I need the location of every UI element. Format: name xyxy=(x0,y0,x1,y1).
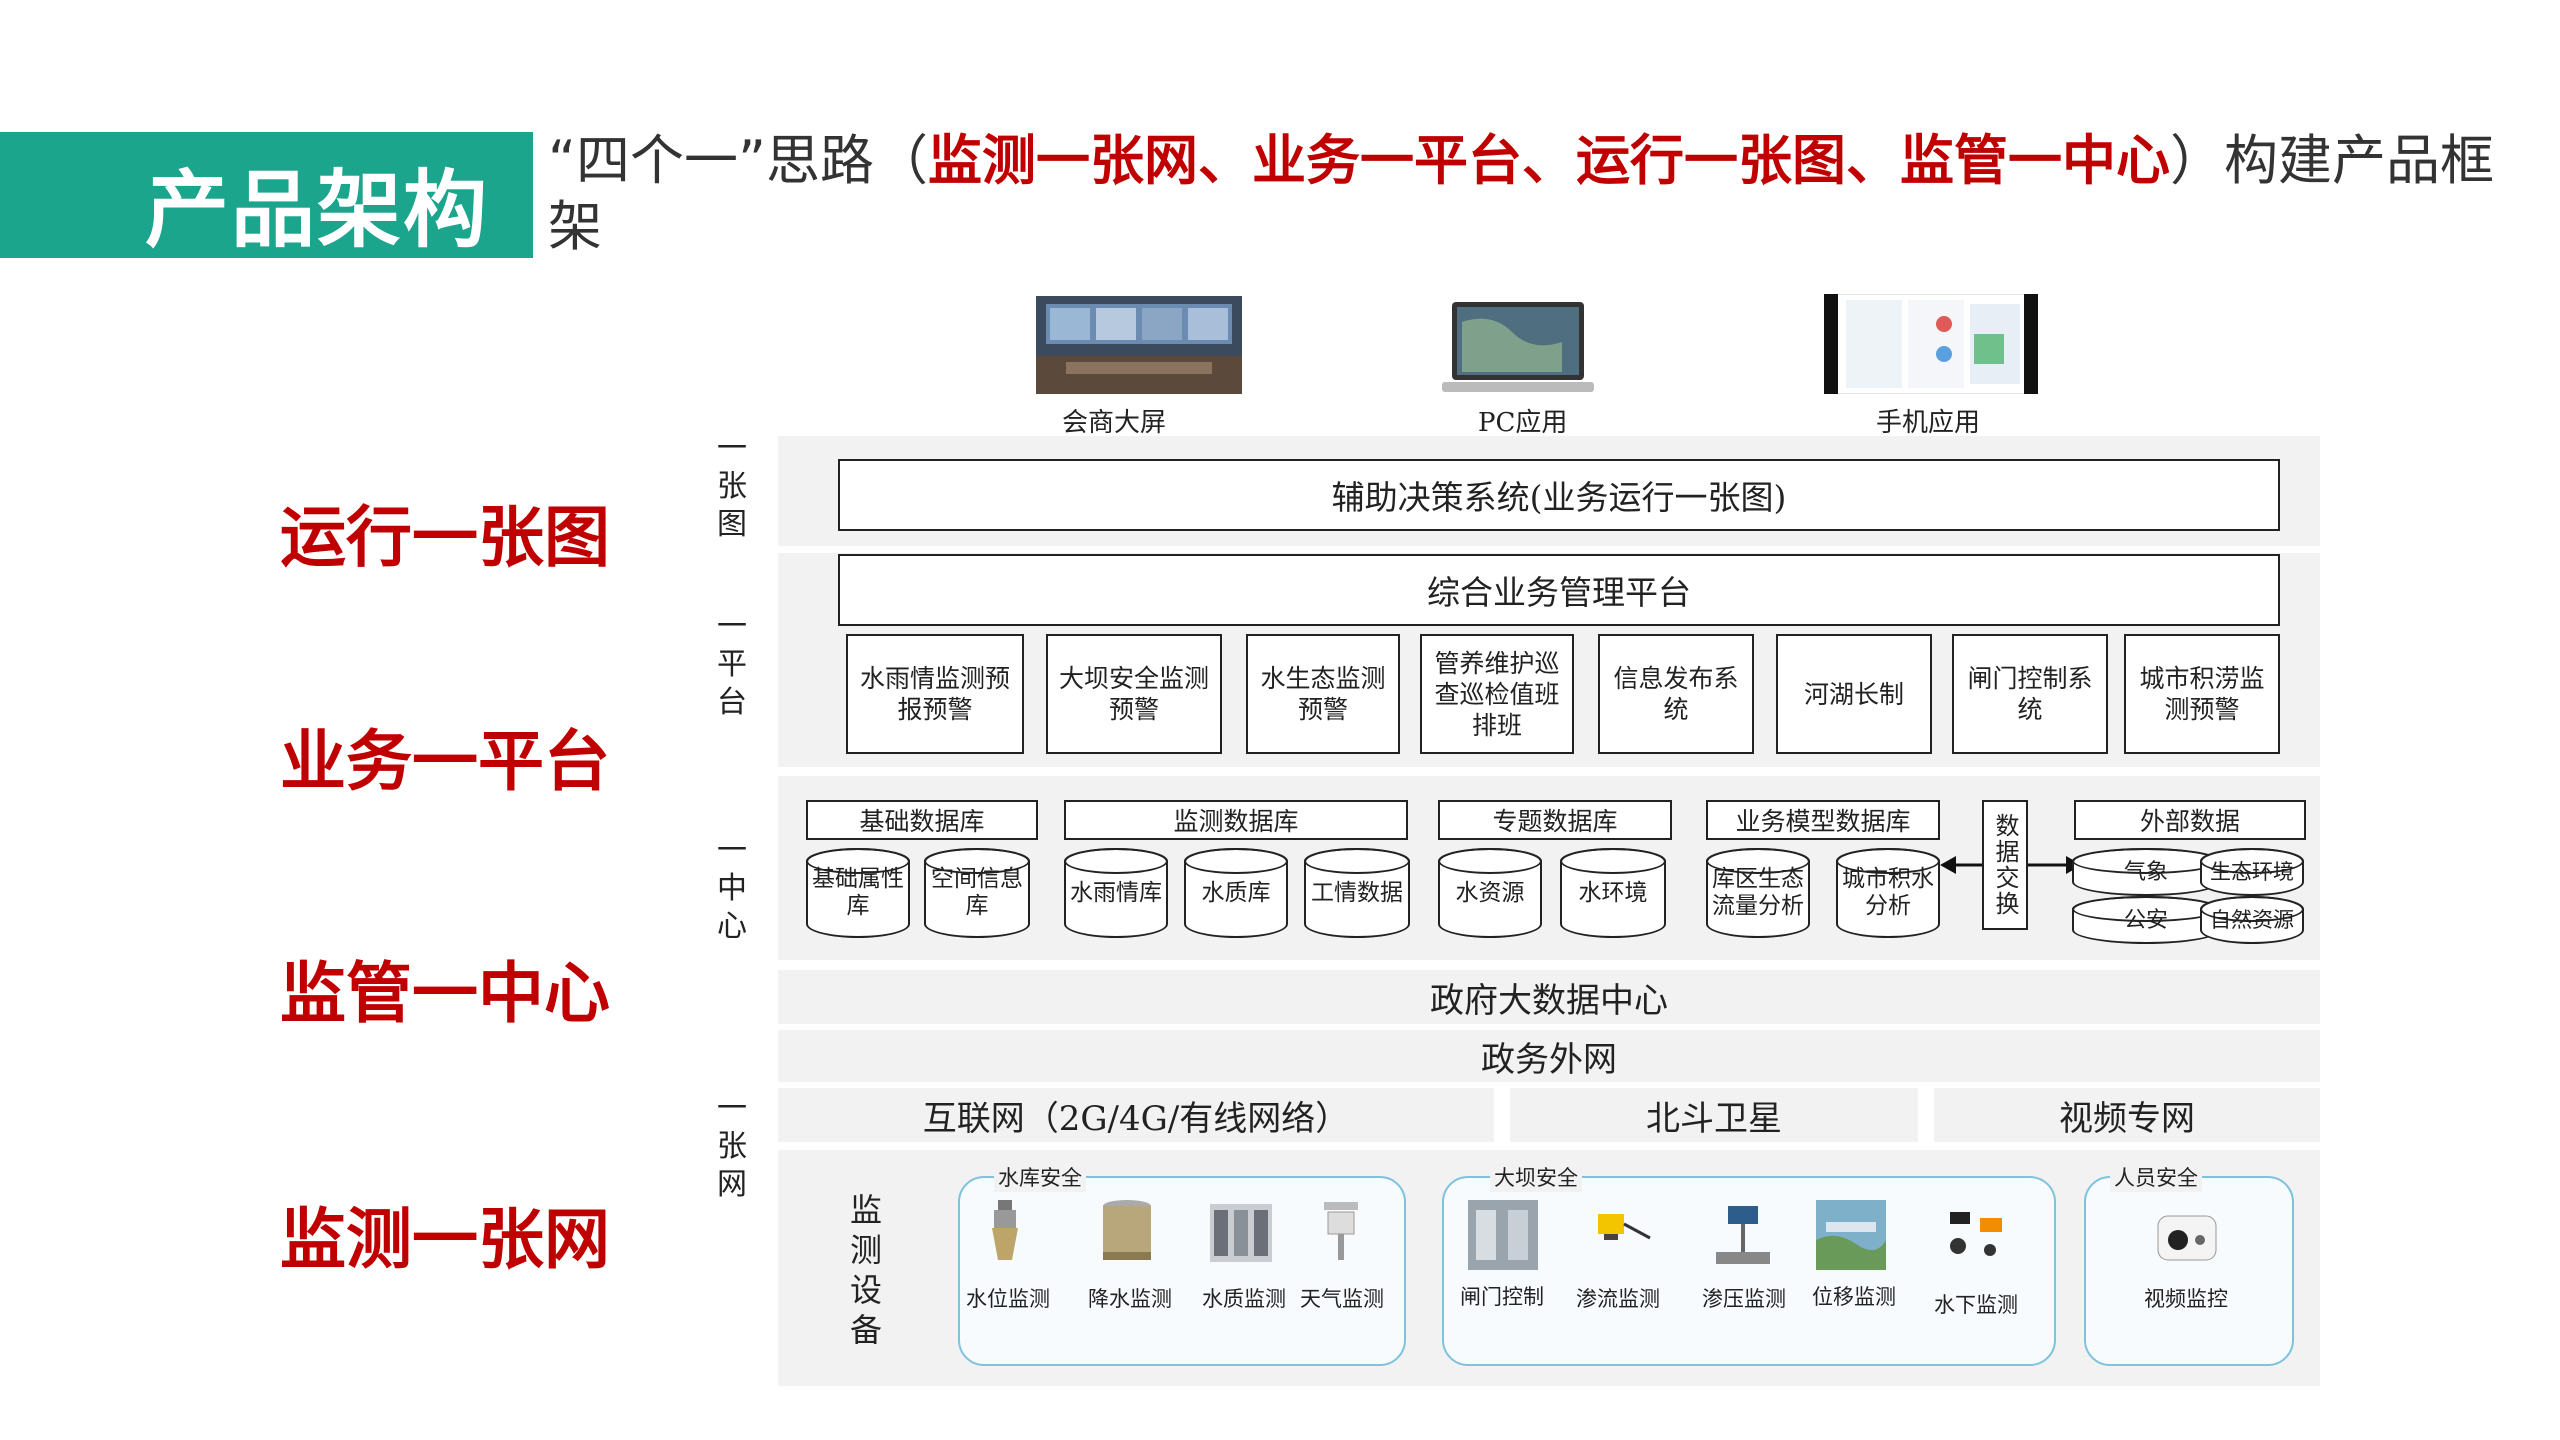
group-title: 水库安全 xyxy=(994,1162,1086,1192)
monitor-devices-label: 监测设备 xyxy=(849,1191,882,1349)
group-title: 大坝安全 xyxy=(1490,1162,1582,1192)
data-exchange-box: 数据交换 xyxy=(1982,800,2028,930)
water-level-sensor-icon xyxy=(992,1200,1018,1260)
external-data-title: 外部数据 xyxy=(2074,800,2306,840)
gov-bigdata-band: 政府大数据中心 xyxy=(778,970,2320,1024)
database-cylinder: 水质库 xyxy=(1184,848,1288,938)
network-video: 视频专网 xyxy=(1934,1088,2320,1142)
group-personnel-safety xyxy=(2084,1176,2294,1366)
module-box: 城市积涝监测预警 xyxy=(2124,634,2280,754)
layer-label-center: 一中心 xyxy=(717,833,747,944)
database-cylinder: 水资源 xyxy=(1438,848,1542,938)
database-cylinder: 水雨情库 xyxy=(1064,848,1168,938)
external-data-cylinder: 气象 xyxy=(2072,848,2220,896)
subtitle-suffix: ）构建产品框架 xyxy=(548,129,2494,258)
database-cylinder: 库区生态流量分析 xyxy=(1706,848,1810,938)
side-label-platform: 业务一平台 xyxy=(280,723,610,800)
seepage-flow-meter-icon xyxy=(1598,1214,1651,1240)
page-subtitle: “四个一”思路（监测一张网、业务一平台、运行一张图、监管一中心）构建产品框架 xyxy=(548,128,2538,260)
underwater-robot-icon xyxy=(1950,1212,2002,1256)
external-data-cylinder: 生态环境 xyxy=(2200,848,2304,896)
subtitle-prefix: “四个一”思路（ xyxy=(548,129,928,192)
meeting-screen-image xyxy=(1036,296,1242,394)
mobile-app-image xyxy=(1824,294,2038,394)
module-box: 水雨情监测预报预警 xyxy=(846,634,1024,754)
device-label: 渗流监测 xyxy=(1576,1287,1660,1311)
device-label: 渗压监测 xyxy=(1702,1287,1786,1311)
device-label: 位移监测 xyxy=(1812,1285,1896,1309)
database-title: 专题数据库 xyxy=(1438,800,1672,840)
group-title: 人员安全 xyxy=(2110,1162,2202,1192)
module-box: 管养维护巡查巡检值班排班 xyxy=(1420,634,1574,754)
network-internet: 互联网（2G/4G/有线网络） xyxy=(778,1088,1494,1142)
seepage-pressure-sensor-icon xyxy=(1716,1206,1770,1264)
database-cylinder: 水环境 xyxy=(1560,848,1666,938)
decision-system-box: 辅助决策系统(业务运行一张图) xyxy=(838,459,2280,531)
device-label-meeting-screen: 会商大屏 xyxy=(1062,408,1167,438)
device-label-mobile: 手机应用 xyxy=(1876,408,1981,438)
video-camera-icon xyxy=(2157,1215,2217,1261)
database-cylinder: 基础属性库 xyxy=(806,848,910,938)
external-data-cylinder: 自然资源 xyxy=(2200,896,2304,944)
displacement-monitor-icon xyxy=(1816,1200,1886,1270)
database-cylinder: 工情数据 xyxy=(1304,848,1410,938)
weather-station-icon xyxy=(1324,1202,1358,1260)
module-box: 河湖长制 xyxy=(1776,634,1932,754)
side-label-map: 运行一张图 xyxy=(280,499,610,576)
device-label: 闸门控制 xyxy=(1460,1285,1544,1309)
module-box: 大坝安全监测预警 xyxy=(1046,634,1222,754)
platform-title-box: 综合业务管理平台 xyxy=(838,554,2280,626)
layer-label-map: 一张图 xyxy=(717,431,747,542)
database-cylinder: 空间信息库 xyxy=(924,848,1030,938)
page-title: 产品架构 xyxy=(145,161,490,259)
gate-control-icon xyxy=(1468,1200,1538,1270)
module-box: 水生态监测预警 xyxy=(1246,634,1400,754)
device-label-pc: PC应用 xyxy=(1478,408,1568,438)
device-label: 水下监测 xyxy=(1934,1293,2018,1317)
side-label-network: 监测一张网 xyxy=(280,1201,610,1278)
layer-label-platform: 一平台 xyxy=(717,609,747,720)
water-quality-station-icon xyxy=(1210,1204,1272,1262)
module-box: 信息发布系统 xyxy=(1598,634,1754,754)
title-bar xyxy=(0,132,533,258)
device-label: 水质监测 xyxy=(1202,1287,1286,1311)
layer-label-network: 一张网 xyxy=(717,1091,747,1202)
device-label: 降水监测 xyxy=(1088,1287,1172,1311)
external-data-cylinder: 公安 xyxy=(2072,896,2220,944)
database-title: 基础数据库 xyxy=(806,800,1038,840)
pc-laptop-image xyxy=(1442,302,1594,392)
database-cylinder: 城市积水分析 xyxy=(1836,848,1940,938)
device-label: 天气监测 xyxy=(1300,1287,1384,1311)
gov-extranet-band: 政务外网 xyxy=(778,1030,2320,1082)
module-box: 闸门控制系统 xyxy=(1952,634,2108,754)
database-title: 业务模型数据库 xyxy=(1706,800,1940,840)
database-title: 监测数据库 xyxy=(1064,800,1408,840)
device-label: 视频监控 xyxy=(2144,1287,2228,1311)
data-exchange-arrows xyxy=(1940,856,2082,874)
network-beidou: 北斗卫星 xyxy=(1510,1088,1918,1142)
side-label-center: 监管一中心 xyxy=(280,955,610,1032)
subtitle-highlight: 监测一张网、业务一平台、运行一张图、监管一中心 xyxy=(927,129,2170,192)
device-label: 水位监测 xyxy=(966,1287,1050,1311)
rain-gauge-icon xyxy=(1103,1200,1151,1260)
